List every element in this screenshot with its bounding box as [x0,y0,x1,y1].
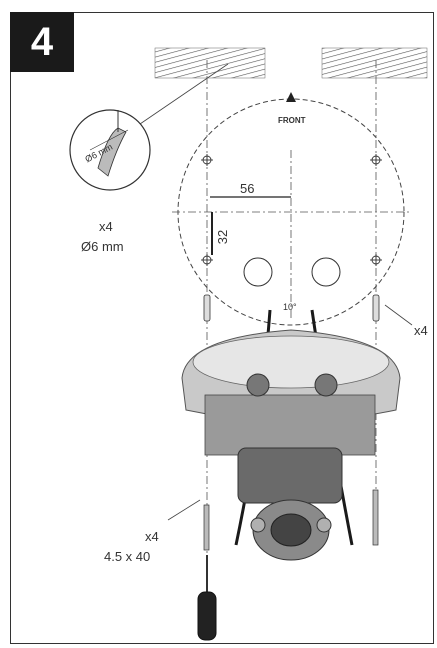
dimension-56-label: 56 [240,181,255,196]
screw-right [372,489,379,546]
front-arrow-icon [286,92,296,102]
camera-bracket [204,394,376,456]
cable-hole-right [311,257,341,287]
front-label: FRONT [278,116,306,125]
drill-bit-icon [97,127,127,177]
screw-left [203,504,210,551]
anchor-leader [384,304,413,326]
screw-leader [167,499,201,521]
camera-base-top [192,335,390,389]
cable-hole-left [243,257,273,287]
anchor-count-label: x4 [414,323,428,338]
callout-leader [139,63,229,125]
screwdriver-handle [197,591,217,641]
ir-led-left [250,517,266,533]
instruction-frame [10,12,434,644]
ceiling-block-left [154,47,266,79]
anchor-right [372,294,380,322]
ir-led-right [316,517,332,533]
dimension-32-label: 32 [215,229,231,245]
ceiling-block-right [321,47,428,79]
angle-label: 10° [283,302,297,312]
hole-markers [201,154,382,266]
screw-size-label: 4.5 x 40 [104,549,151,564]
drill-diameter-label: Ø6 mm [81,239,124,254]
screw-count-label: x4 [145,529,159,544]
step-number-badge: 4 [10,12,74,72]
drill-count-label: x4 [99,219,113,234]
lens-housing [237,447,343,504]
anchor-left [203,294,211,322]
